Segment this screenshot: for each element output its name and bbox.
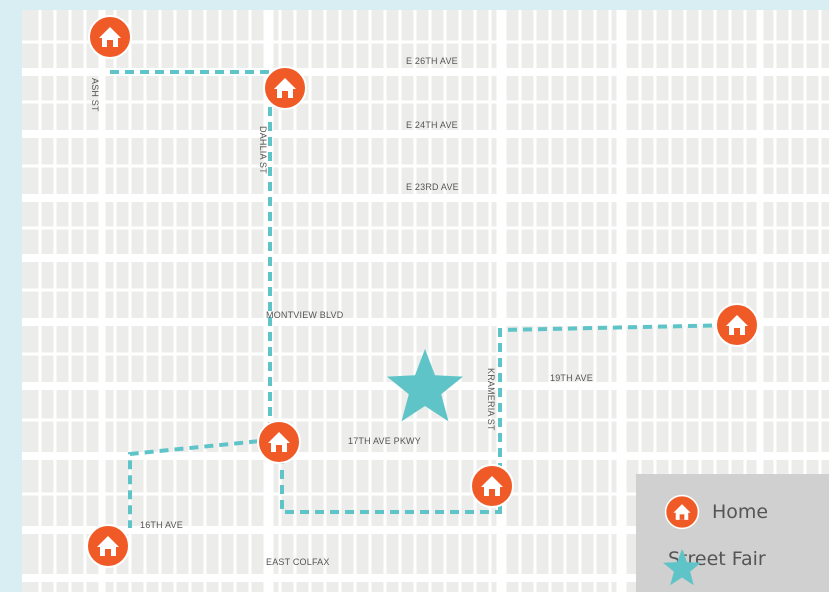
street-label-e23rd: E 23RD AVE (406, 182, 459, 192)
home-marker-4[interactable] (256, 419, 302, 465)
map-legend: Home Street Fair (636, 474, 829, 592)
street-label-17th: 17TH AVE PKWY (348, 436, 421, 446)
street-label-e24th: E 24TH AVE (406, 120, 458, 130)
street-label-krameria: KRAMERIA ST (486, 368, 496, 431)
street-label-montview: MONTVIEW BLVD (266, 310, 344, 320)
map-border-left (0, 0, 22, 592)
street-label-16th: 16TH AVE (140, 520, 183, 530)
home-marker-1[interactable] (87, 14, 133, 60)
street-label-e26th: E 26TH AVE (406, 56, 458, 66)
street-fair-marker[interactable] (384, 346, 466, 428)
legend-row-home: Home (664, 494, 768, 530)
star-icon (387, 349, 463, 422)
home-marker-5[interactable] (469, 463, 515, 509)
home-marker-6[interactable] (85, 523, 131, 569)
home-marker-3[interactable] (714, 302, 760, 348)
home-marker-2[interactable] (262, 65, 308, 111)
street-label-dahlia: DAHLIA ST (258, 126, 268, 174)
legend-label-home: Home (712, 501, 769, 523)
legend-row-fair: Street Fair (660, 548, 766, 586)
home-icon (664, 494, 700, 530)
street-label-ash: ASH ST (90, 78, 100, 112)
street-label-colfax: EAST COLFAX (266, 557, 330, 567)
street-label-19th: 19TH AVE (550, 373, 593, 383)
map-border-top (0, 0, 829, 10)
star-icon (663, 549, 701, 586)
walking-route (280, 323, 738, 514)
